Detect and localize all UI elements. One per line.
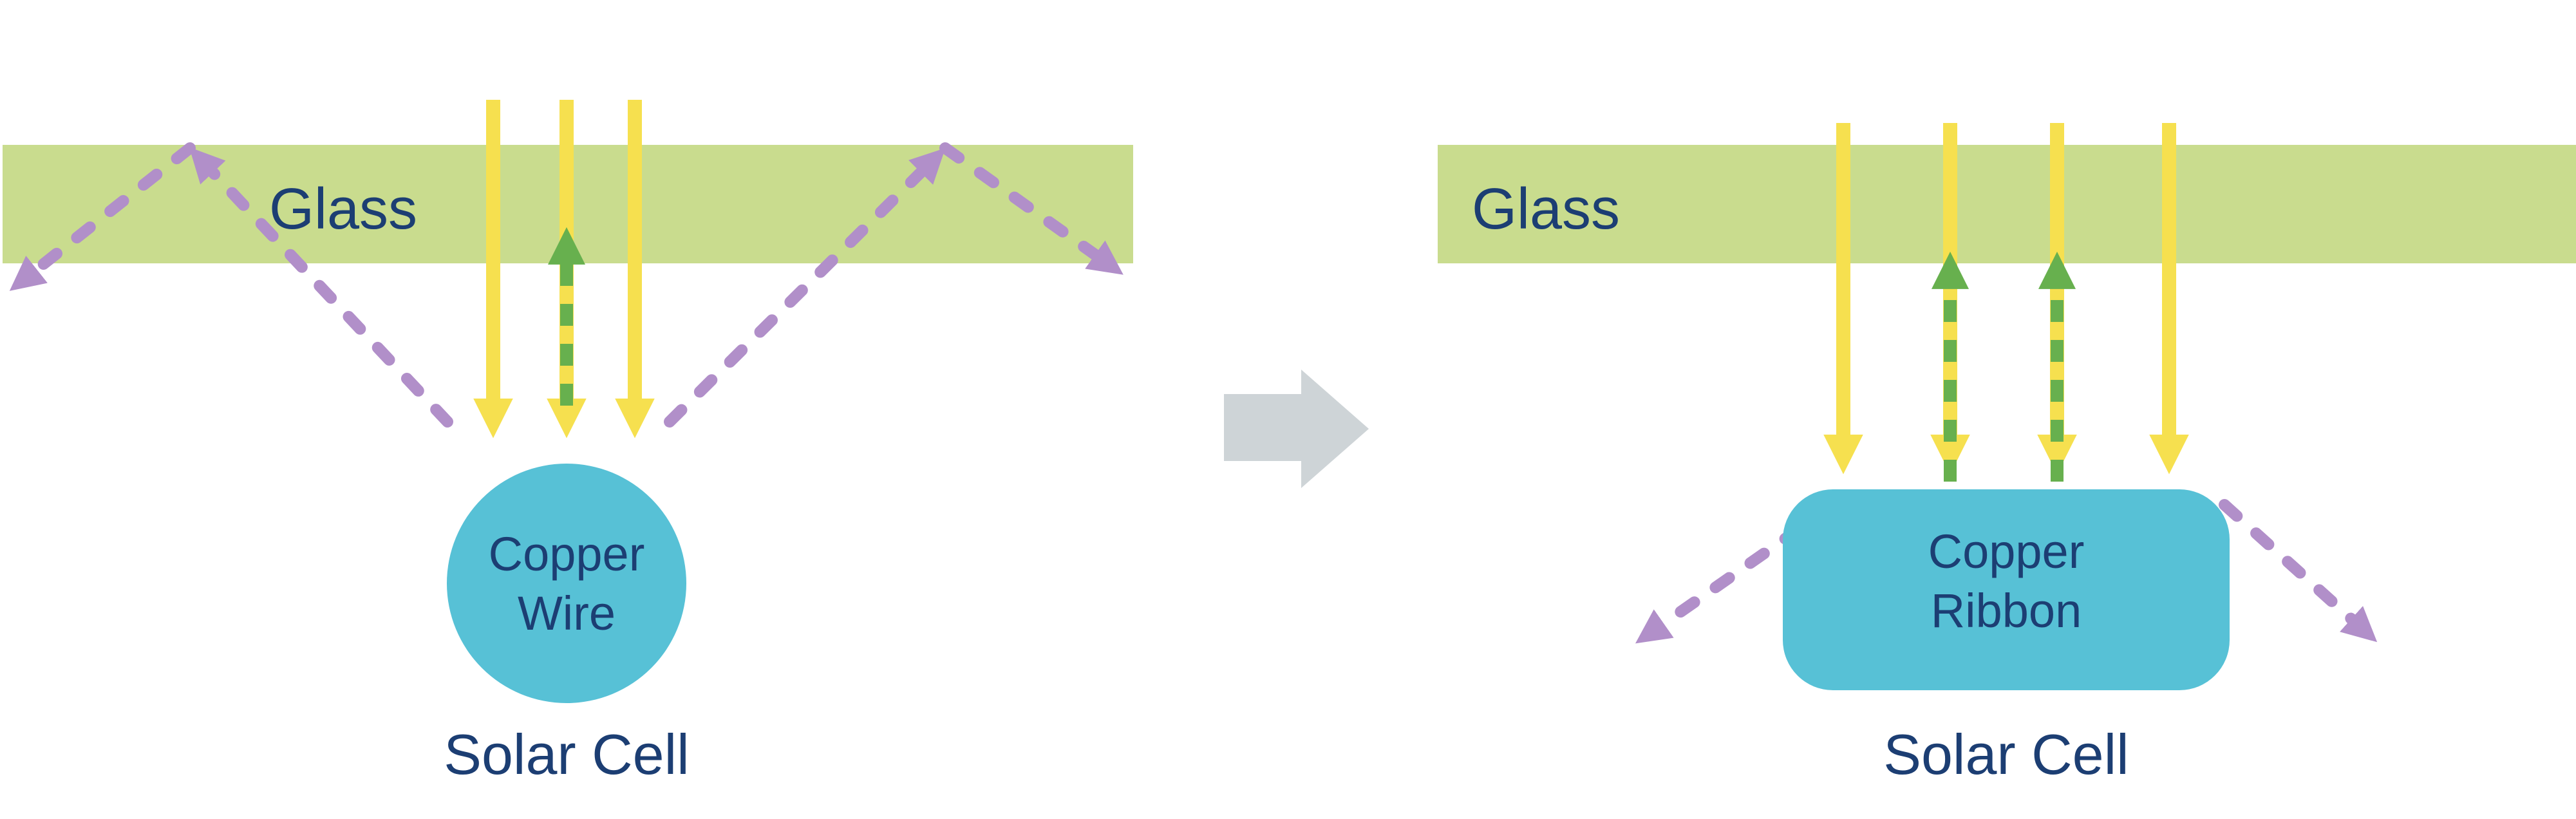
after-panel: Glass Copper Ribbon Solar Cell — [1438, 123, 2576, 786]
glass-label: Glass — [269, 177, 417, 241]
copper-ribbon-label-line2: Ribbon — [1931, 584, 2082, 637]
scattered-light-path-up-right — [664, 147, 946, 428]
solar-cell-label: Solar Cell — [444, 722, 689, 786]
before-panel: Glass Copper Wire Solar Cell — [3, 100, 1133, 786]
scattered-light-path-right — [2219, 499, 2378, 643]
copper-wire-label-line1: Copper — [489, 527, 645, 581]
scattered-light-path-left — [1635, 499, 1839, 644]
copper-ribbon — [1783, 489, 2230, 690]
solar-cell-label: Solar Cell — [1883, 722, 2129, 786]
glass-label: Glass — [1472, 177, 1620, 241]
glass-layer — [1438, 145, 2576, 263]
scattered-light-path-exit-left — [9, 142, 196, 291]
scattered-light-path-exit-right — [939, 142, 1123, 275]
copper-ribbon-label-line1: Copper — [1928, 525, 2085, 578]
transition-arrow-icon — [1224, 370, 1369, 488]
scattered-light-path-up-left — [189, 147, 453, 428]
copper-wire-label-line2: Wire — [518, 587, 616, 640]
copper-wire — [447, 464, 686, 703]
